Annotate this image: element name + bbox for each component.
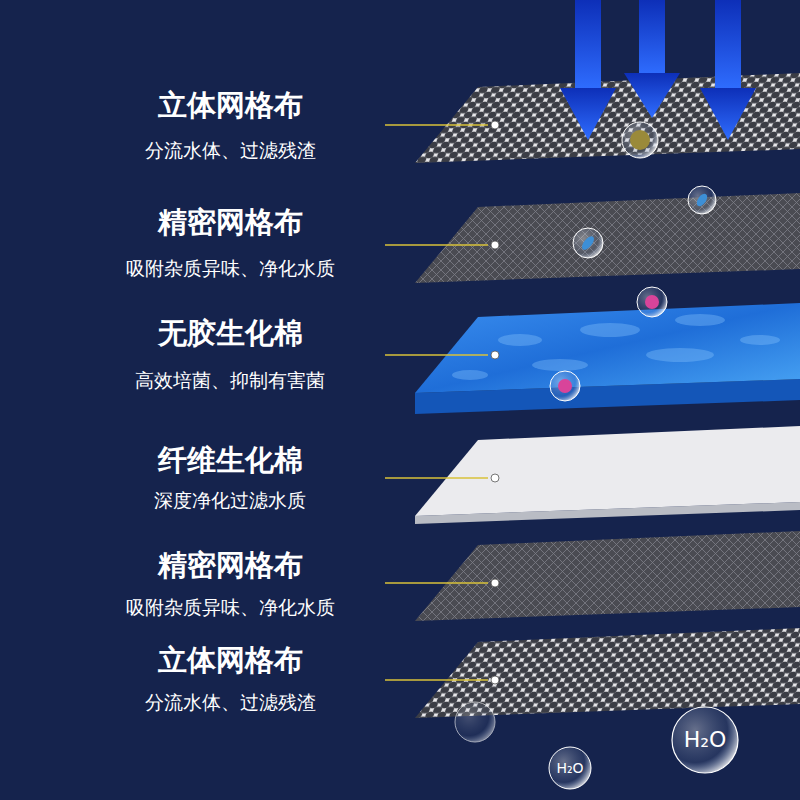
layer-description: 吸附杂质异味、净化水质 xyxy=(126,596,335,619)
mesh-layer xyxy=(415,73,800,163)
water-label: H₂O xyxy=(556,760,583,777)
layer-description: 分流水体、过滤残渣 xyxy=(145,691,316,714)
foam-layer xyxy=(415,303,800,393)
layer-description: 吸附杂质异味、净化水质 xyxy=(126,257,335,280)
particle-bubbles xyxy=(455,122,738,789)
leader-lines xyxy=(385,125,488,680)
layer-description: 高效培菌、抑制有害菌 xyxy=(135,369,325,392)
fiber-layer xyxy=(415,426,800,516)
layer-title: 精密网格布 xyxy=(158,205,303,240)
layer-title: 立体网格布 xyxy=(158,643,303,678)
leader-dots xyxy=(491,121,499,684)
layer-description: 分流水体、过滤残渣 xyxy=(145,139,316,162)
layer-description: 深度净化过滤水质 xyxy=(154,489,306,512)
layer-title: 精密网格布 xyxy=(158,548,303,583)
layer-title: 立体网格布 xyxy=(158,88,303,123)
layer-title: 无胶生化棉 xyxy=(158,316,303,351)
flow-arrows xyxy=(560,0,756,140)
fine-mesh-layer xyxy=(415,531,800,621)
water-label: H₂O xyxy=(684,727,727,753)
layer-title: 纤维生化棉 xyxy=(158,443,303,478)
foam-texture xyxy=(452,314,780,380)
fine-mesh-layer xyxy=(415,193,800,283)
